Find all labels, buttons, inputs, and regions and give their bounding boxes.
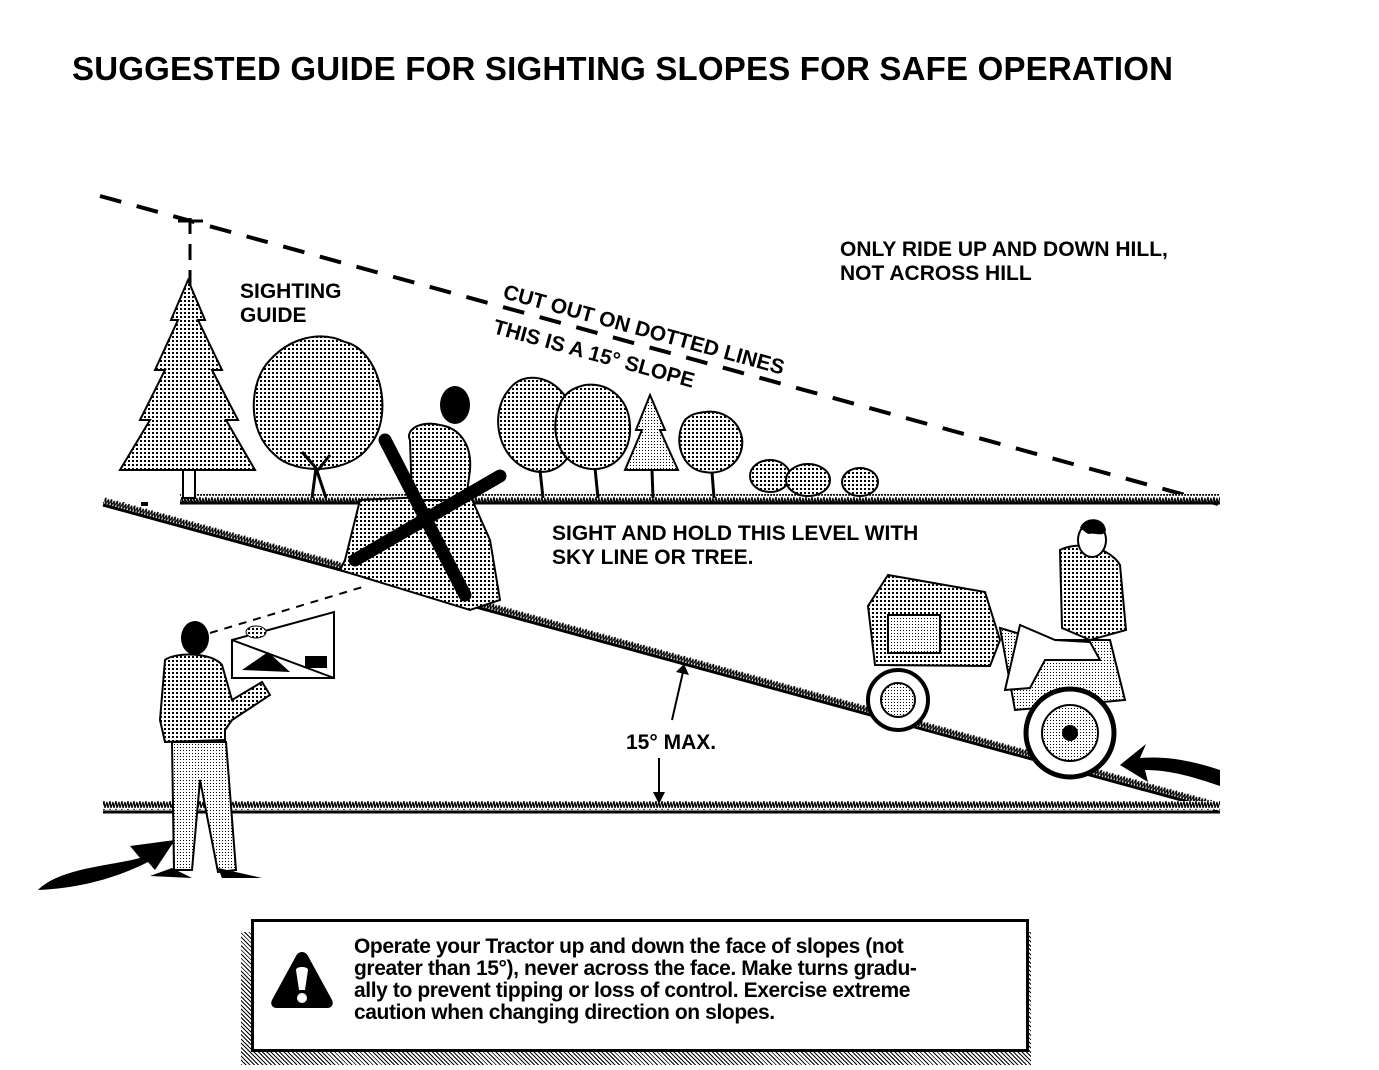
warning-text: Operate your Tractor up and down the fac… <box>354 936 1024 1024</box>
direction-arrow-right-icon <box>1120 744 1220 786</box>
pine-tree-icon <box>118 277 257 499</box>
warning-line: ally to prevent tipping or loss of contr… <box>354 979 910 1002</box>
sighting-card-icon <box>231 610 335 679</box>
direction-arrow-left-icon <box>38 840 175 890</box>
crossed-out-tractor-icon <box>338 386 507 612</box>
only-ride-label-line1: ONLY RIDE UP AND DOWN HILL, <box>840 238 1168 261</box>
page-title: SUGGESTED GUIDE FOR SIGHTING SLOPES FOR … <box>72 50 1174 87</box>
warning-triangle-icon <box>271 952 333 1008</box>
tractor-correct-icon <box>866 519 1128 780</box>
warning-box: Operate your Tractor up and down the fac… <box>251 919 1029 1052</box>
max-angle-label: 15° MAX. <box>626 731 716 754</box>
shrubs-icon <box>749 459 879 497</box>
warning-line: caution when changing direction on slope… <box>354 1001 775 1024</box>
warning-line: Operate your Tractor up and down the fac… <box>354 935 904 958</box>
sight-hold-label-line2: SKY LINE OR TREE. <box>552 546 753 569</box>
warning-line: greater than 15°), never across the face… <box>354 957 917 980</box>
sight-hold-label-line1: SIGHT AND HOLD THIS LEVEL WITH <box>552 522 918 545</box>
line-of-sight <box>209 585 367 634</box>
sighting-guide-dashed-line <box>99 194 1219 506</box>
slope-diagram: ONLY RIDE UP AND DOWN HILL, NOT ACROSS H… <box>38 194 1220 890</box>
round-tree-icon <box>252 335 384 499</box>
flat-ground <box>103 801 1220 810</box>
horizon-ground <box>180 494 1220 502</box>
angle-arrows <box>653 664 689 804</box>
only-ride-label-line2: NOT ACROSS HILL <box>840 262 1032 285</box>
sighting-guide-label-line2: GUIDE <box>240 304 307 327</box>
sighting-guide-label-line1: SIGHTING <box>240 280 342 303</box>
tree-cluster-icon <box>497 376 744 499</box>
person-sighting-icon <box>150 621 272 878</box>
